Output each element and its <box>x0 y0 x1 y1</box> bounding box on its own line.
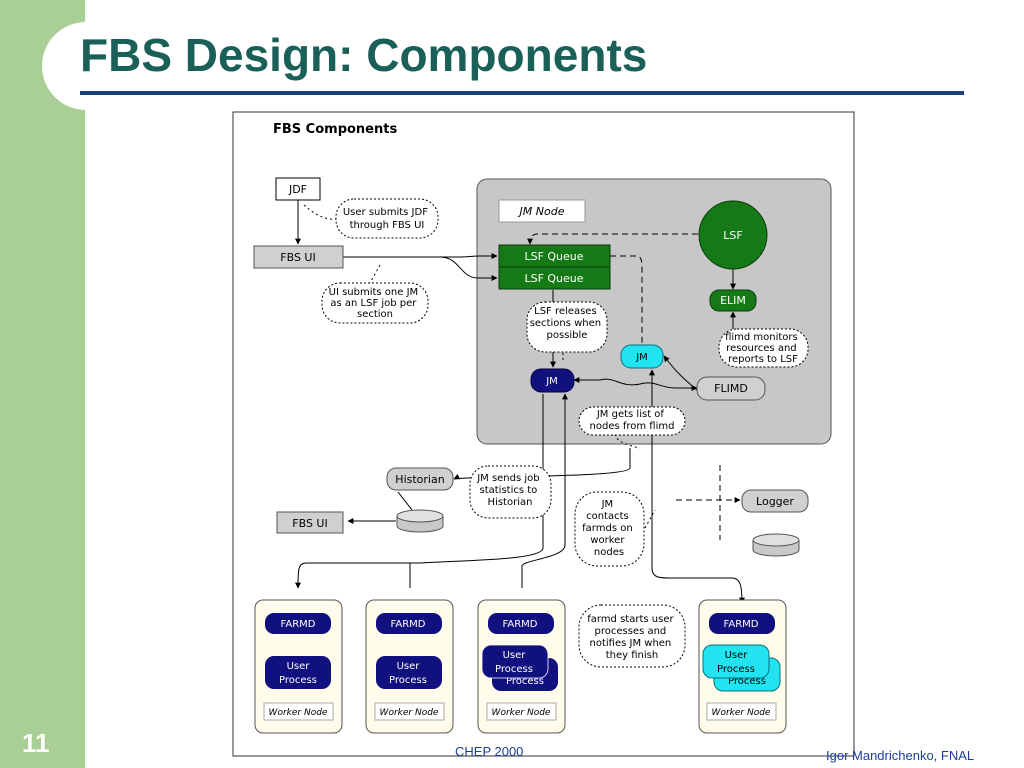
worker-node-label: Worker Node <box>380 708 439 718</box>
jm-cyan-label: JM <box>635 352 648 363</box>
note-flimd-monitors <box>718 328 809 368</box>
logger-database <box>752 533 800 557</box>
farmd-label: FARMD <box>503 619 538 630</box>
farmd-label: FARMD <box>724 619 759 630</box>
jm-node-cyan <box>620 344 664 369</box>
note-jm-gets <box>578 406 686 436</box>
jm-node-navy <box>530 368 575 393</box>
jm-node-label-box <box>498 199 586 223</box>
note-flimd-monitors-text: flimd monitors resources and reports to … <box>725 332 801 365</box>
historian-database <box>396 509 444 533</box>
worker-node-1: FARMD User Process Worker Node <box>254 599 343 734</box>
slide-title: FBS Design: Components <box>80 29 648 81</box>
footer-conference: CHEP 2000 <box>455 744 524 759</box>
note-jm-sends-text: JM sends job statistics to Historian <box>476 473 543 508</box>
user-process-line2: Process <box>389 675 427 686</box>
worker-node-label: Worker Node <box>492 708 551 718</box>
note-farmd-starts-text: farmd starts user processes and notifies… <box>587 614 677 661</box>
note-ui-submits <box>321 282 429 324</box>
elim-node <box>709 289 757 312</box>
fbs-ui-box <box>253 245 344 269</box>
worker-node-3: FARMD Process User Process Worker Node <box>477 599 566 734</box>
note-ui-submits-text: UI submits one JM as an LSF job per sect… <box>329 287 422 320</box>
note-farmd-starts <box>578 604 686 668</box>
user-process-line1: User <box>287 661 311 672</box>
jm-node-label: JM Node <box>518 205 565 218</box>
fbs-ui-label: FBS UI <box>280 251 315 264</box>
title-tab <box>42 22 162 110</box>
lsf-label: LSF <box>723 229 742 242</box>
worker-node-2: FARMD User Process Worker Node <box>365 599 454 734</box>
note-lsf-releases-text: LSF releases sections when possible <box>530 306 605 341</box>
jdf-label: JDF <box>288 183 307 196</box>
historian-node <box>386 467 454 491</box>
lsf-queue-2 <box>498 266 611 290</box>
user-process-back-label: Process <box>506 676 544 687</box>
lsf-queue-1-label: LSF Queue <box>524 250 583 263</box>
lsf-queue-2-label: LSF Queue <box>524 272 583 285</box>
worker-node-4: FARMD Process User Process Worker Node <box>698 599 787 734</box>
flimd-node <box>696 376 766 401</box>
elim-label: ELIM <box>720 294 746 307</box>
flimd-label: FLIMD <box>714 382 748 395</box>
logger-label: Logger <box>756 495 794 508</box>
footer-author: Igor Mandrichenko, FNAL <box>826 748 975 763</box>
title-underline <box>80 91 964 95</box>
slide-number: 11 <box>22 728 50 758</box>
user-process-line1: User <box>725 650 749 661</box>
user-process-line2: Process <box>495 664 533 675</box>
jdf-box <box>275 177 321 201</box>
note-user-submits-text: User submits JDF through FBS UI <box>343 207 431 231</box>
note-jm-contacts-text: JM contacts farmds on worker nodes <box>582 499 636 558</box>
user-process-line1: User <box>397 661 421 672</box>
historian-label: Historian <box>395 473 444 486</box>
jm-navy-label: JM <box>545 376 558 387</box>
lsf-circle <box>698 200 768 270</box>
left-accent-bar <box>0 0 85 768</box>
fbs-ui-box-2 <box>276 511 344 534</box>
logger-node <box>741 489 809 513</box>
note-user-submits <box>335 198 439 239</box>
worker-node-label: Worker Node <box>712 708 771 718</box>
user-process-line2: Process <box>717 664 755 675</box>
note-lsf-releases <box>526 301 608 353</box>
farmd-label: FARMD <box>391 619 426 630</box>
diagram-title: FBS Components <box>273 122 397 137</box>
worker-node-label: Worker Node <box>269 708 328 718</box>
fbs-ui-label-2: FBS UI <box>292 517 327 530</box>
user-process-line1: User <box>503 650 527 661</box>
note-jm-sends <box>469 465 552 519</box>
note-jm-contacts <box>574 491 645 567</box>
user-process-back-label: Process <box>728 676 766 687</box>
farmd-label: FARMD <box>281 619 316 630</box>
note-jm-gets-text: JM gets list of nodes from flimd <box>590 409 675 432</box>
user-process-line2: Process <box>279 675 317 686</box>
